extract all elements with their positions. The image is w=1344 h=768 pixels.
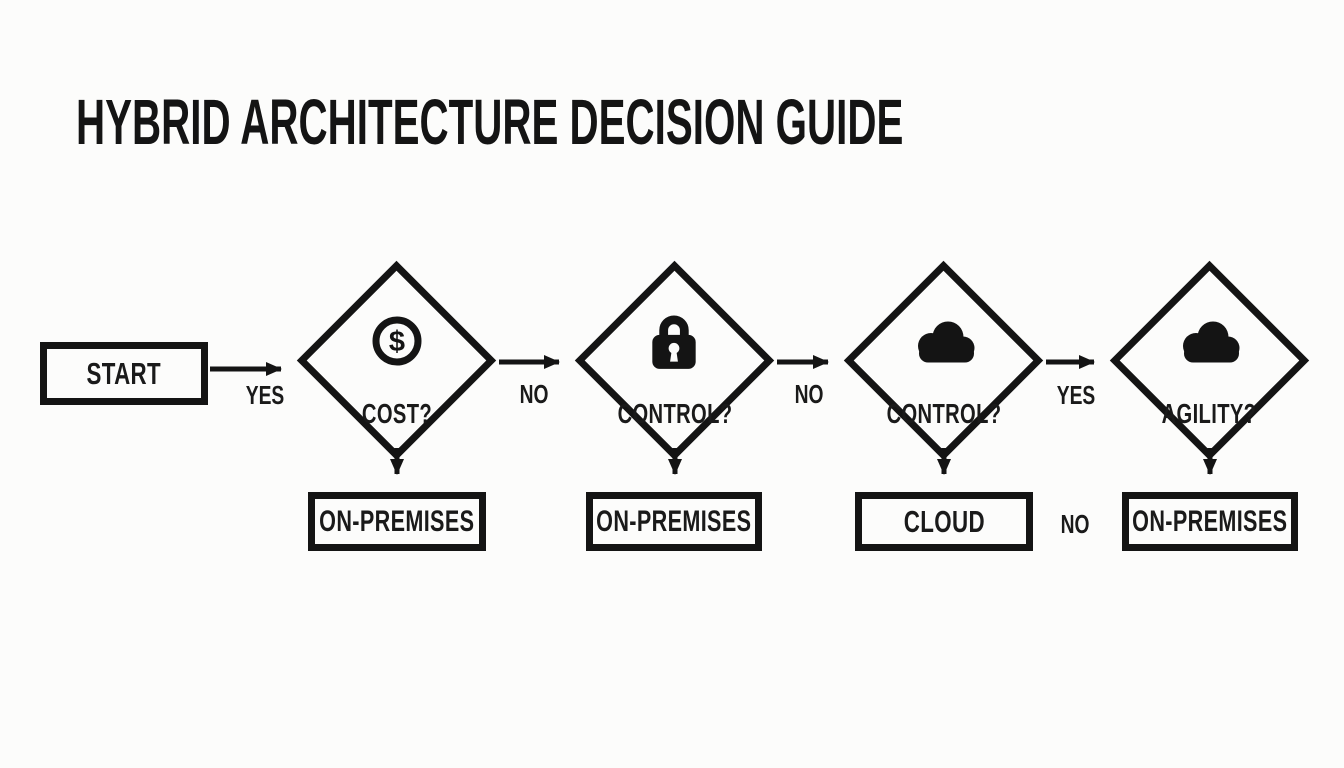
- outcome-label: CLOUD: [903, 503, 985, 539]
- edge-label-yes-2: YES: [1056, 380, 1096, 410]
- outcome-node-onpremises-1: ON-PREMISES: [308, 492, 486, 551]
- edge-label-yes-1: YES: [245, 380, 285, 410]
- outcome-node-onpremises-2: ON-PREMISES: [586, 492, 762, 551]
- dollar-circle-icon: $: [372, 316, 422, 366]
- edge-label-no-3: NO: [1060, 509, 1090, 539]
- padlock-icon: [652, 315, 696, 369]
- start-node-label: START: [86, 355, 162, 391]
- cloud-icon: [918, 321, 975, 363]
- decision-label-agility: AGILITY?: [1161, 398, 1257, 429]
- decision-label-control-2: CONTROL?: [886, 398, 1002, 429]
- edge-label-no-2: NO: [794, 379, 824, 409]
- outcome-label: ON-PREMISES: [1132, 504, 1288, 538]
- page-title: HYBRID ARCHITECTURE DECISION GUIDE: [76, 86, 904, 158]
- outcome-node-onpremises-3: ON-PREMISES: [1122, 492, 1298, 551]
- decision-label-control-1: CONTROL?: [617, 398, 733, 429]
- outcome-node-cloud: CLOUD: [855, 492, 1033, 551]
- cloud-icon: [1183, 321, 1240, 363]
- svg-text:$: $: [389, 326, 405, 358]
- edge-label-no-1: NO: [519, 379, 549, 409]
- outcome-label: ON-PREMISES: [596, 504, 752, 538]
- start-node: START: [40, 342, 208, 405]
- outcome-label: ON-PREMISES: [319, 504, 475, 538]
- decision-label-cost: COST?: [361, 398, 433, 429]
